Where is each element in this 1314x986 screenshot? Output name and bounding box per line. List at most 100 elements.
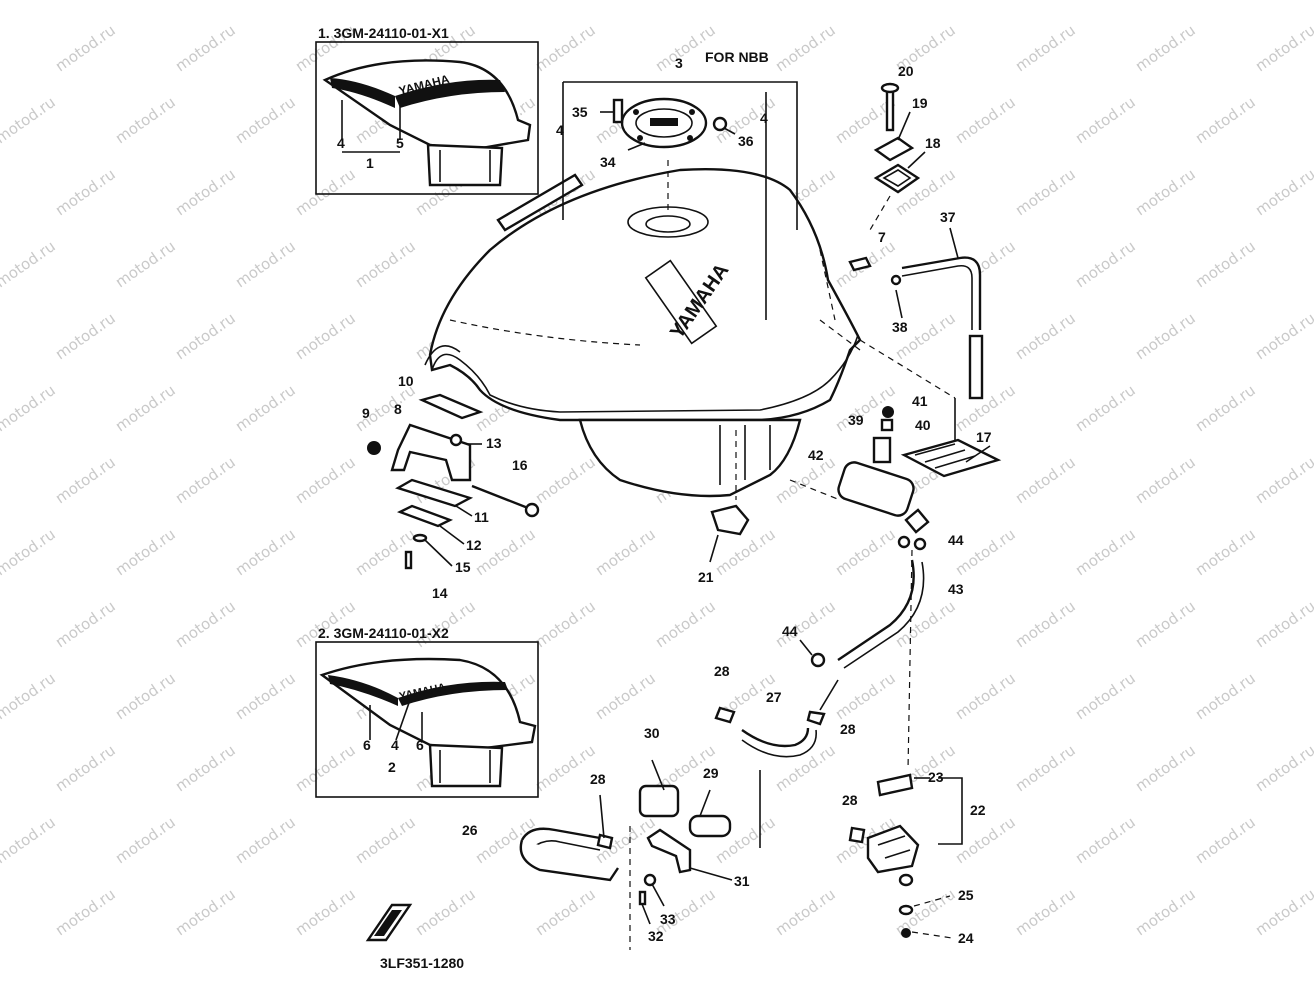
grommet-39 [882, 406, 894, 418]
watermark-text: motod.ru [52, 597, 119, 651]
watermark-text: motod.ru [1132, 453, 1199, 507]
callout-39: 39 [848, 412, 864, 428]
watermark-text: motod.ru [232, 237, 299, 291]
watermark-text: motod.ru [1252, 309, 1314, 363]
variant-1-frame [315, 41, 539, 195]
callout-33: 33 [660, 911, 676, 927]
variant-2-frame [315, 641, 539, 798]
fuel-filter-29 [688, 814, 732, 838]
watermark-text: motod.ru [772, 741, 839, 795]
watermark-text: motod.ru [52, 885, 119, 939]
fuel-cock [866, 824, 920, 874]
filter-holder-30 [638, 784, 680, 818]
watermark-text: motod.ru [112, 525, 179, 579]
pump-hose: 44 43 44 [782, 532, 964, 771]
watermark-text: motod.ru [1132, 885, 1199, 939]
watermark-text: motod.ru [1012, 165, 1079, 219]
watermark-text: motod.ru [592, 525, 659, 579]
callout-16: 16 [512, 457, 528, 473]
bracket-17 [900, 438, 1002, 478]
watermark-text: motod.ru [1192, 93, 1259, 147]
callout-20: 20 [898, 63, 914, 79]
callout-19: 19 [912, 95, 928, 111]
watermark-text: motod.ru [292, 741, 359, 795]
watermark-text: motod.ru [1192, 813, 1259, 867]
callout-26: 26 [462, 822, 478, 838]
watermark-text: motod.ru [292, 453, 359, 507]
fuel-pump-assembly: 39 40 41 42 17 [808, 393, 1002, 534]
callout-42: 42 [808, 447, 824, 463]
callout-4: 4 [556, 122, 564, 138]
watermark-text: motod.ru [1252, 21, 1314, 75]
bolt-14 [404, 550, 413, 570]
front-mount-parts: 10 9 8 13 16 11 12 15 14 [362, 373, 540, 601]
watermark-text: motod.ru [532, 885, 599, 939]
collar-19 [873, 136, 915, 162]
callout-28: 28 [840, 721, 856, 737]
callout-28: 28 [842, 792, 858, 808]
watermark-text: motod.ru [1072, 93, 1139, 147]
bolt-16 [471, 484, 529, 510]
watermark-text: motod.ru [0, 381, 59, 435]
callout-14: 14 [432, 585, 448, 601]
screw-24 [901, 928, 911, 938]
watermark-text: motod.ru [772, 885, 839, 939]
callout-29: 29 [703, 765, 719, 781]
watermark-text: motod.ru [292, 165, 359, 219]
cap-bolt [612, 98, 624, 124]
variant-2-title: 2. 3GM-24110-01-X2 [318, 625, 449, 641]
bracket-8 [390, 423, 472, 482]
watermark-text: motod.ru [232, 813, 299, 867]
callout-36: 36 [738, 133, 754, 149]
callout-9: 9 [362, 405, 370, 421]
callout-40: 40 [915, 417, 931, 433]
variant-2-tank-sketch: YAMAHA [319, 657, 537, 788]
rear-mount-parts: 20 19 18 [869, 63, 941, 231]
trim-strip [496, 173, 584, 232]
callout-5: 5 [396, 135, 404, 151]
fuel-tank: YAMAHA [424, 160, 862, 498]
watermark-text: motod.ru [172, 165, 239, 219]
watermark-text: motod.ru [952, 93, 1019, 147]
callout-44: 44 [782, 623, 798, 639]
watermark-text: motod.ru [232, 669, 299, 723]
watermark-text: motod.ru [232, 93, 299, 147]
o-ring-25 [898, 904, 914, 916]
fuel-filter-group: 30 29 28 31 33 32 26 [462, 725, 761, 950]
watermark-text: motod.ru [1252, 741, 1314, 795]
watermark-text: motod.ru [292, 309, 359, 363]
callout-30: 30 [644, 725, 660, 741]
callout-25: 25 [958, 887, 974, 903]
watermark-text: motod.ru [112, 0, 179, 3]
callout-4: 4 [760, 110, 768, 126]
watermark-text: motod.ru [52, 165, 119, 219]
watermark-text: motod.ru [0, 237, 59, 291]
watermark-text: motod.ru [0, 0, 59, 3]
clip-7 [848, 256, 872, 272]
hose-27 [741, 727, 810, 748]
guide-lines [789, 249, 956, 501]
tank-shell [428, 167, 862, 422]
bolt-20 [885, 86, 895, 132]
callout-13: 13 [486, 435, 502, 451]
watermark-text: motod.ru [352, 813, 419, 867]
watermark-text: motod.ru [532, 597, 599, 651]
watermark-text: motod.ru [352, 237, 419, 291]
callout-35: 35 [572, 104, 588, 120]
watermark-text: motod.ru [1252, 885, 1314, 939]
watermark-text: motod.ru [52, 741, 119, 795]
watermark-text: motod.ru [1192, 381, 1259, 435]
clip-28 [714, 706, 736, 724]
callout-41: 41 [912, 393, 928, 409]
callout-3: 3 [675, 55, 683, 71]
bracket-10 [418, 393, 484, 420]
watermark-text: motod.ru [112, 237, 179, 291]
watermark-text: motod.ru [1252, 597, 1314, 651]
watermark-text: motod.ru [532, 453, 599, 507]
callout-4: 4 [337, 135, 345, 151]
cap-screw [712, 116, 728, 132]
watermark-text: motod.ru [652, 597, 719, 651]
callout-44: 44 [948, 532, 964, 548]
collar-33 [643, 873, 657, 887]
callout-34: 34 [600, 154, 616, 170]
